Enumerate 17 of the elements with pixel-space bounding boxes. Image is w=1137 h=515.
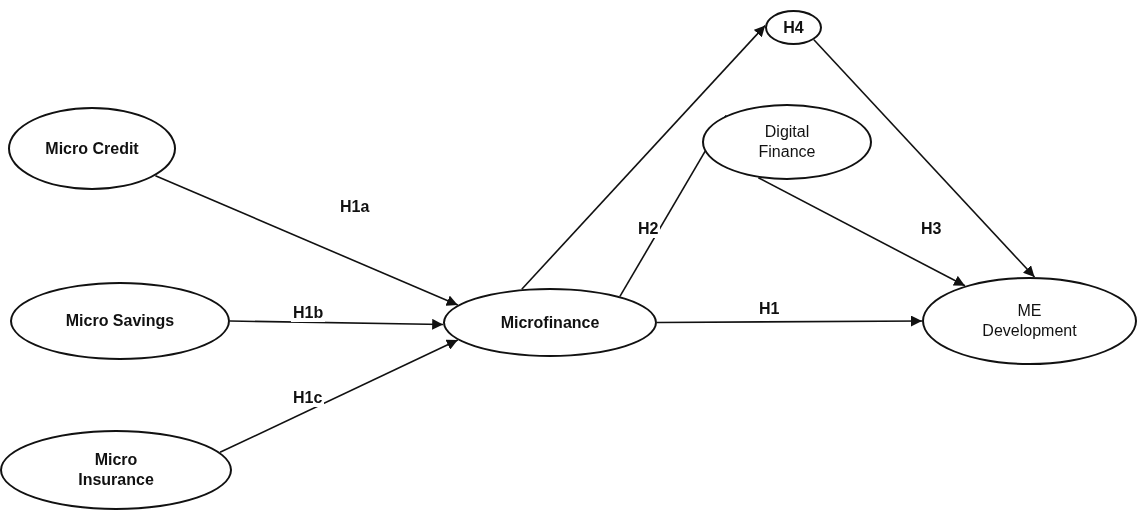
arrow [656,315,923,327]
ellipse-node [765,10,822,45]
node-label: H4 [783,17,804,38]
edge-label: H1c [291,389,325,407]
arrow [520,24,766,291]
arrow [229,318,444,330]
edge-label: H1b [291,304,326,322]
arrow [154,174,459,306]
node-label: Micro Credit [45,138,139,159]
edge-label: H2 [636,220,661,238]
node-label: ME Development [981,301,1078,341]
node-label: Micro Insurance [77,450,155,490]
arrow [219,339,459,454]
node-label: Micro Savings [65,311,175,331]
node-label: Microfinance [500,312,600,333]
node-label: Digital Finance [757,122,817,162]
arrow [813,38,1036,278]
